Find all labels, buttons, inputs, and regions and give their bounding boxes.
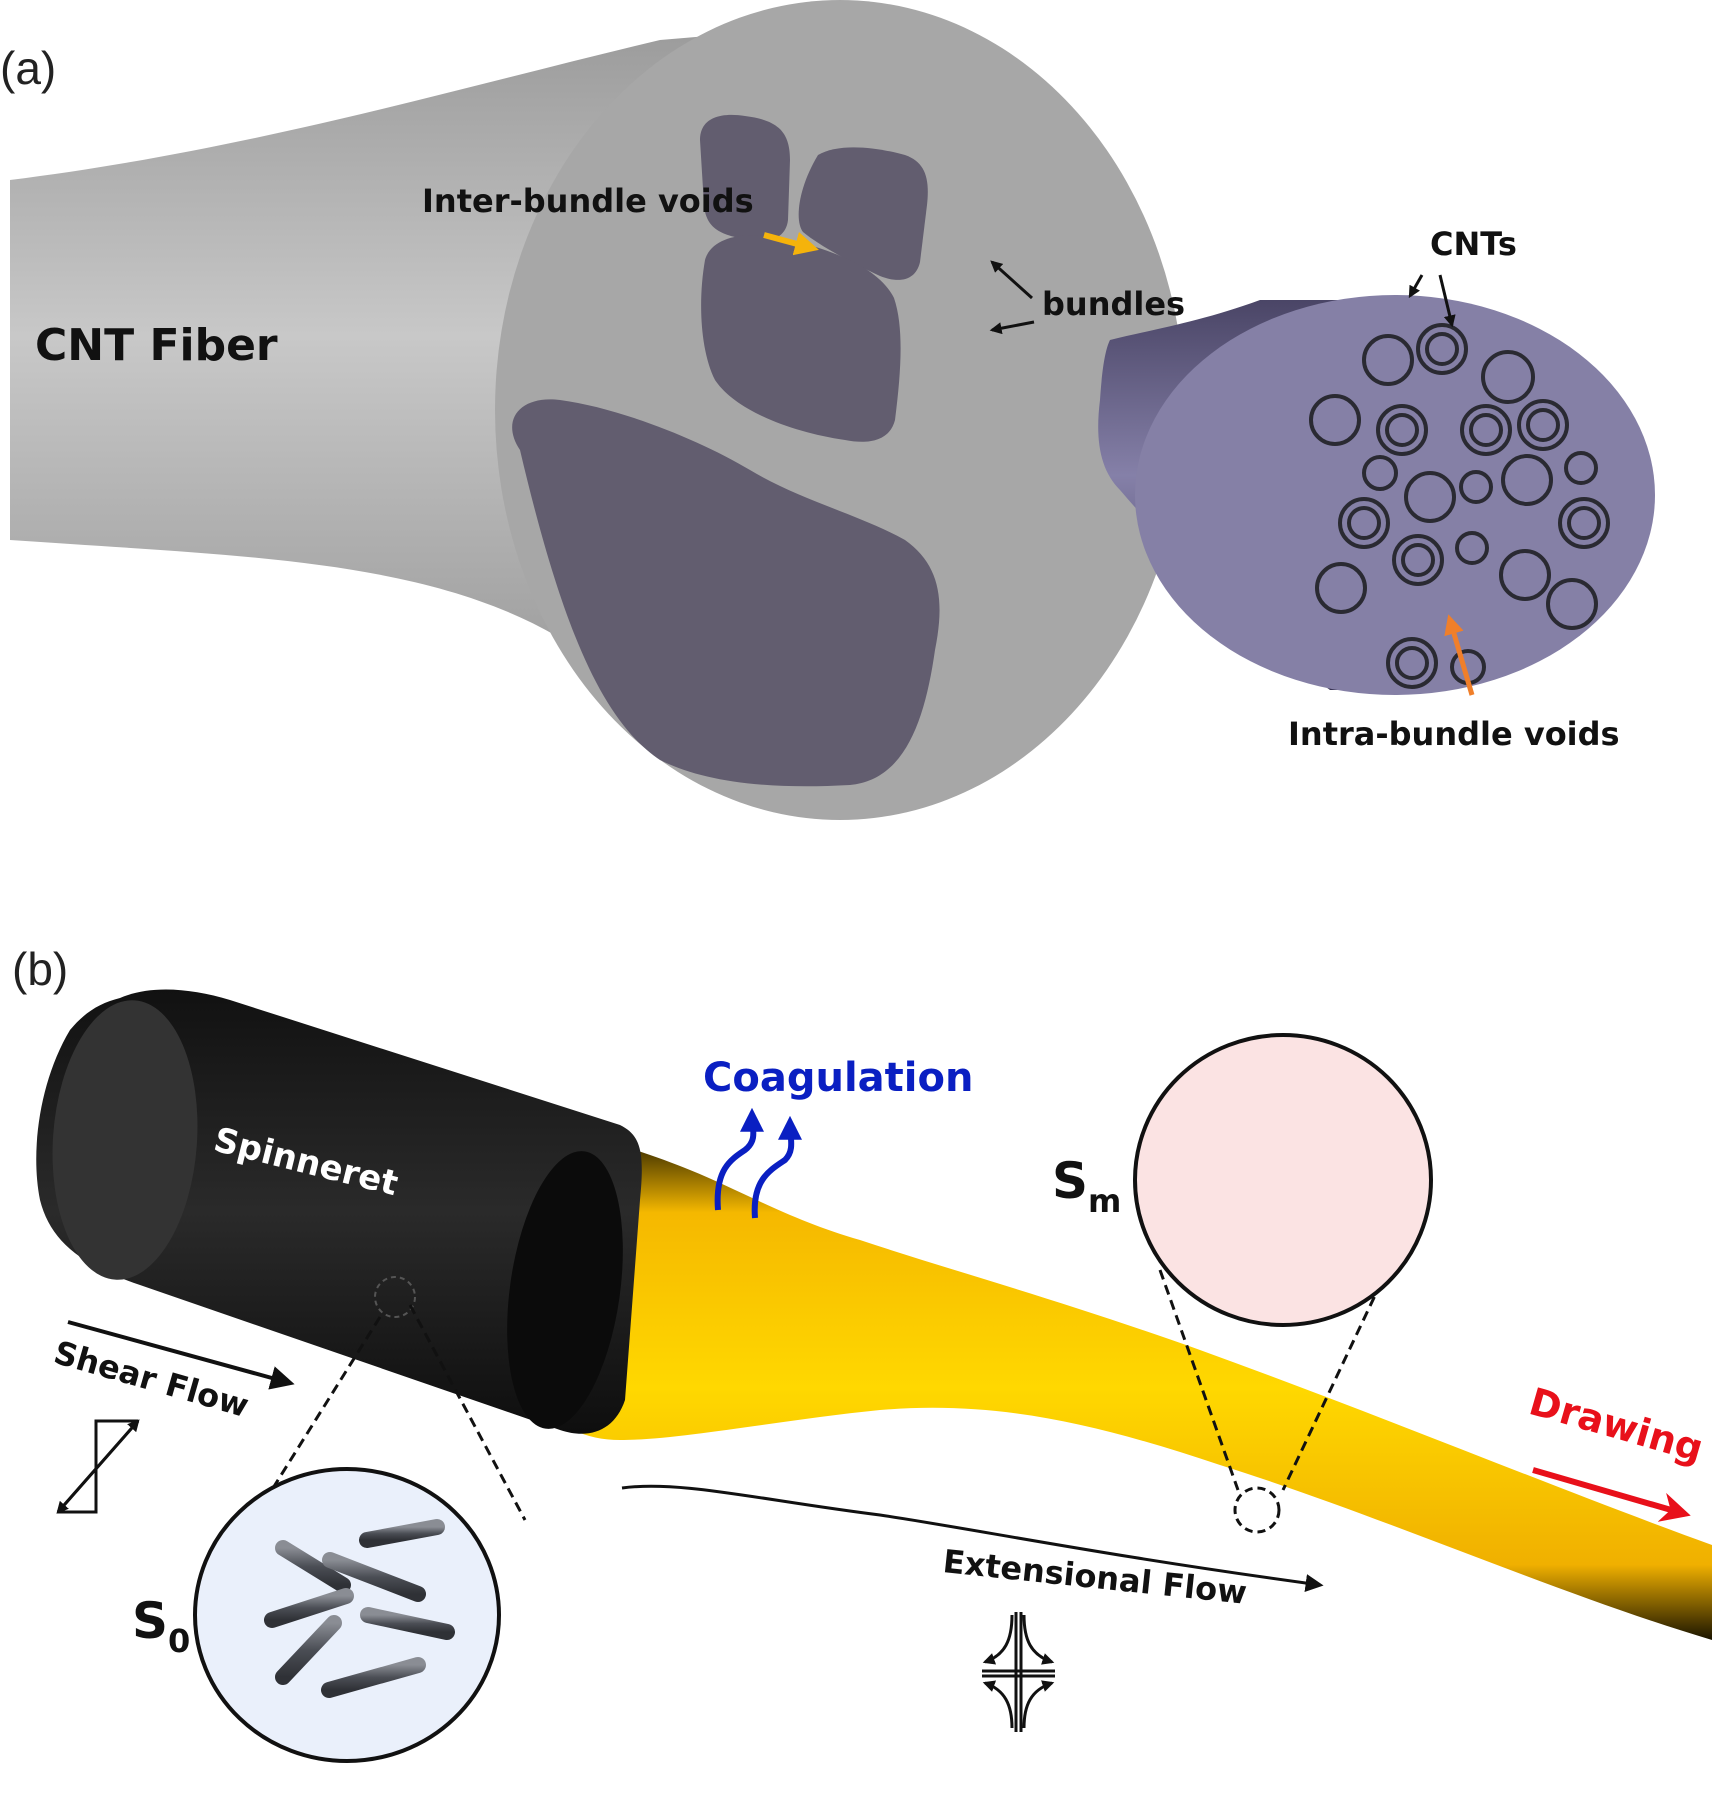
cnt-rod [321,1657,426,1698]
spinneret-zoom-spot [374,1276,416,1318]
cnts-arrow-right [1438,274,1456,328]
bundles-label: bundles [1042,285,1185,323]
intra-bundle-voids-label: Intra-bundle voids [1288,715,1620,753]
cnts-arrow-left [1408,274,1424,299]
shear-flow-arrow [67,1320,295,1390]
coagulation-label: Coagulation [703,1055,973,1101]
bundle-small-left [700,114,790,241]
cnt [1455,531,1489,565]
cnt-inner [1526,408,1560,442]
cnt [1376,404,1428,456]
bundles-arrow-upper [990,260,1034,300]
cnt [1338,497,1390,549]
bundle-middle [701,235,901,442]
extensional-flow-icon [982,1612,1055,1732]
cnt-inner [1385,413,1419,447]
bundle-large [512,399,940,787]
spinneret-opening [52,1000,198,1280]
coagulation-arrow-2 [751,1115,803,1219]
sm-zoom-spot [1233,1486,1281,1534]
sm-label: Sm [1052,1152,1121,1220]
cnts-label: CNTs [1430,225,1517,263]
cnt [1558,497,1610,549]
cnt [1517,399,1569,451]
cnt-inner [1567,506,1601,540]
cnt-rod [360,1607,455,1640]
cnt [1309,394,1361,446]
cnt-inner [1401,543,1435,577]
cnt-fiber-label: CNT Fiber [35,320,278,371]
s0-label: S0 [132,1592,190,1660]
cnt-rod [275,1615,342,1685]
spinneret: Spinneret [36,989,642,1434]
panel-a-label: (a) [0,42,56,94]
drawing-arrow [1532,1467,1691,1522]
s0-label-sub: 0 [168,1622,190,1660]
cnt-rod [322,1552,426,1602]
inter-bundle-voids-label: Inter-bundle voids [422,182,754,220]
coagulation-arrow-1 [714,1107,765,1211]
cnt-inner [1347,506,1381,540]
s0-magnifier [193,1467,501,1763]
cnt [1501,454,1553,506]
sm-rods [1159,1107,1408,1265]
cnt [1362,334,1414,386]
cnt [1386,637,1438,689]
bundle-small-right [798,147,928,280]
s0-label-main: S [132,1592,168,1650]
sm-zoom-line-left [1158,1269,1240,1491]
cnt [1404,471,1456,523]
shear-profile-icon [56,1419,140,1514]
panel-b: (b) Spinneret Coagulation Shear Flow [12,943,1712,1763]
intra-bundle-voids-arrow [1444,614,1475,696]
cnt [1546,578,1598,630]
s0-zoom-line-right [408,1304,527,1521]
panel-b-label: (b) [12,943,68,995]
dope-stream [503,1137,1712,1640]
sm-label-main: S [1052,1152,1088,1210]
cnt-rod [264,1588,354,1628]
cnt-inner [1469,413,1503,447]
cnt [1459,470,1493,504]
cnt [1460,404,1512,456]
cnt [1481,350,1535,404]
extensional-flow-label: Extensional Flow [941,1542,1248,1612]
cnt-rod [275,1540,351,1593]
panel-a: (a) [0,0,1655,820]
sm-magnifier [1133,1033,1433,1327]
sm-zoom-line-right [1281,1267,1390,1491]
cnt [1392,534,1444,586]
sm-label-sub: m [1088,1182,1121,1220]
bundles-arrow-lower [989,320,1035,335]
cnt-inner [1425,332,1459,366]
cnt [1416,323,1468,375]
spinneret-outlet [507,1151,623,1429]
cnt [1315,562,1367,614]
cnt-rod [359,1519,445,1548]
extensional-flow-arrow [621,1484,1324,1592]
s0-circle [193,1467,501,1763]
inter-bundle-voids-arrow [763,232,819,256]
bundle-strand-end [1135,295,1655,695]
cnt [1564,451,1598,485]
drawing-label: Drawing [1525,1379,1709,1470]
cnt-inner [1395,646,1429,680]
cnt [1499,549,1551,601]
s0-rods [264,1519,455,1698]
cnt-group [1309,323,1610,689]
cnt [1362,455,1398,491]
